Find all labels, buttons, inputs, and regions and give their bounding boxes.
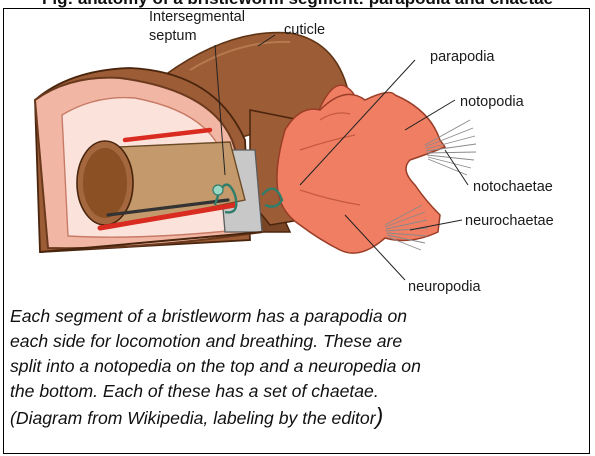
caption-closing-paren: ) (376, 403, 384, 429)
label-notopodia: notopodia (460, 94, 525, 110)
label-intersegmental: Intersegmental (149, 9, 245, 25)
caption-line-5: (Diagram from Wikipedia, labeling by the… (10, 404, 570, 429)
label-neuropodia: neuropodia (408, 279, 481, 295)
label-notochaetae: notochaetae (473, 179, 553, 195)
caption-line-1: Each segment of a bristleworm has a para… (10, 304, 570, 329)
caption-line-4: the bottom. Each of these has a set of c… (10, 379, 570, 404)
label-septum: septum (149, 28, 197, 44)
caption-line-3: split into a notopedia on the top and a … (10, 354, 570, 379)
caption-line-2: each side for locomotion and breathing. … (10, 329, 570, 354)
label-cuticle: cuticle (284, 22, 325, 38)
label-neurochaetae: neurochaetae (465, 213, 554, 229)
label-parapodia: parapodia (430, 49, 495, 65)
bristleworm-diagram: Intersegmental septum cuticle parapodia … (0, 0, 595, 300)
caption: Each segment of a bristleworm has a para… (10, 304, 570, 429)
caption-line-5-text: (Diagram from Wikipedia, labeling by the… (10, 408, 376, 428)
